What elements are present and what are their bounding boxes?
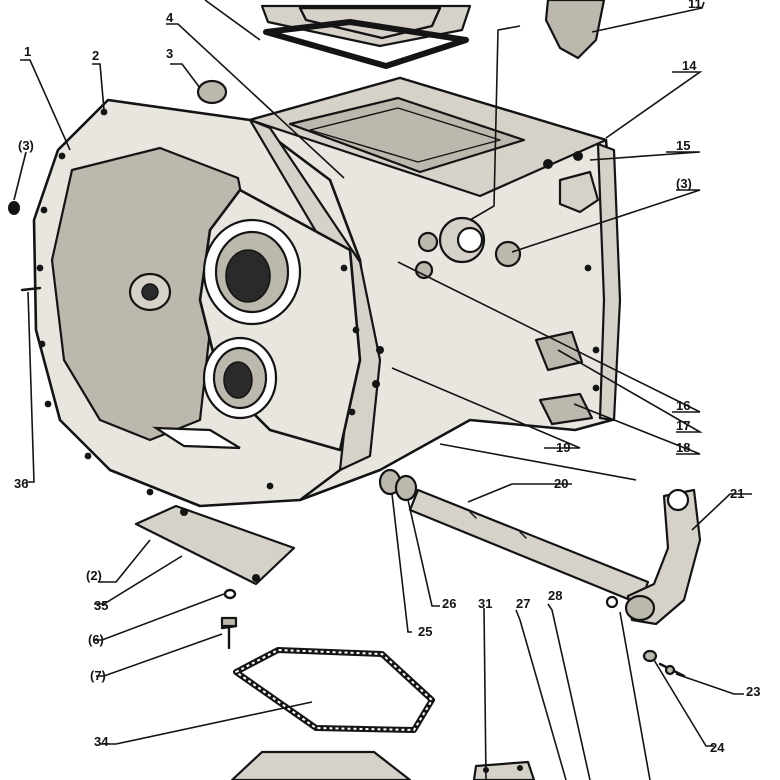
top-cover-gasket: [263, 19, 469, 69]
callout-28: 28: [548, 588, 562, 603]
callout-11: 11: [688, 0, 702, 11]
callout-15: 15: [676, 138, 690, 153]
callout-14: 14: [682, 58, 697, 73]
bracket: [472, 760, 536, 780]
shift-shaft: [408, 488, 650, 606]
callout-25: 25: [418, 624, 432, 639]
oil-pan-gasket: [233, 647, 435, 733]
callout-3: 3: [166, 46, 173, 61]
callout-35: 35: [94, 598, 108, 613]
bolt: [220, 616, 238, 650]
callout-31: 31: [478, 596, 492, 611]
washer: [223, 588, 237, 600]
callout-24: 24: [710, 740, 725, 755]
callout-19: 19: [556, 440, 570, 455]
nut-small: [642, 649, 658, 663]
callout-1: 1: [24, 44, 31, 59]
pin: [605, 595, 619, 609]
callout-4: 4: [166, 10, 174, 25]
callout-21: 21: [730, 486, 744, 501]
inspection-cover: [134, 504, 296, 586]
callout-17: 17: [676, 418, 690, 433]
callout-18: 18: [676, 440, 690, 455]
callout-23: 23: [746, 684, 760, 699]
callout-labels: 1 2 3 (3) (3) 4 11 14 15 16 17 18 19 20 …: [14, 0, 760, 755]
plug-left: [8, 201, 20, 215]
callout-3-left: (3): [18, 138, 34, 153]
callout-3-right: (3): [676, 176, 692, 191]
callout-2: 2: [92, 48, 99, 63]
callout-20: 20: [554, 476, 568, 491]
plug: [196, 79, 228, 105]
breather-cap: [544, 0, 606, 60]
callout-16: 16: [676, 398, 690, 413]
callout-27: 27: [516, 596, 530, 611]
oil-pan: [230, 750, 412, 780]
shift-lever: [624, 488, 702, 626]
callout-26: 26: [442, 596, 456, 611]
seal-rings: [378, 468, 418, 502]
callout-36: 36: [14, 476, 28, 491]
gearbox-housing: [20, 76, 622, 508]
callout-6-paren: (6): [88, 632, 104, 647]
callout-34: 34: [94, 734, 109, 749]
callout-7-paren: (7): [90, 668, 106, 683]
bolt-small: [658, 662, 686, 678]
callout-2-paren: (2): [86, 568, 102, 583]
leader-lines: [13, 0, 752, 780]
